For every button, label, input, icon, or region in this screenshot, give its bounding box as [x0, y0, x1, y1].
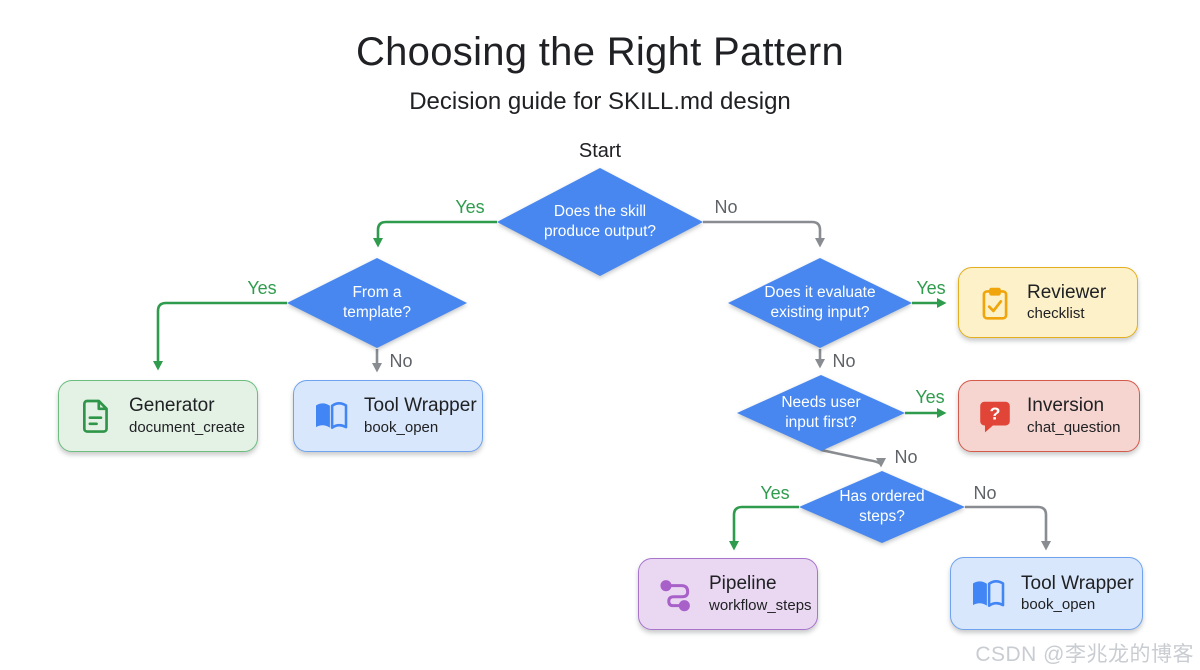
pattern-code: book_open	[1021, 596, 1096, 614]
pattern-code: chat_question	[1027, 418, 1121, 436]
clipboard-check-icon	[976, 284, 1014, 322]
decision-needs-input: Needs user input first?	[737, 375, 905, 451]
pattern-code: book_open	[364, 418, 439, 436]
decision-text: Has ordered steps?	[839, 487, 925, 525]
decision-text: From a template?	[342, 283, 412, 321]
question-mark-glyph: ?	[990, 404, 1001, 424]
decision-text: Needs user input first?	[781, 393, 861, 431]
decision-text: Does it evaluate existing input?	[764, 283, 876, 321]
pattern-code: checklist	[1027, 305, 1085, 323]
edge-needs-input-no	[820, 448, 886, 468]
pattern-name: Tool Wrapper	[364, 395, 477, 417]
edge-label-no: No	[714, 197, 738, 217]
decision-text: Does the skill produce output?	[543, 202, 657, 240]
pattern-inversion: ? Inversion chat_question	[958, 380, 1140, 452]
pattern-name: Tool Wrapper	[1021, 572, 1134, 594]
pattern-reviewer: Reviewer checklist	[958, 267, 1138, 338]
pattern-code: workflow_steps	[709, 596, 812, 614]
pattern-generator: Generator document_create	[58, 380, 258, 452]
edge-label-no: No	[389, 351, 413, 371]
edge-label-yes: Yes	[247, 278, 277, 298]
decision-from-template: From a template?	[287, 258, 467, 348]
page-title: Choosing the Right Pattern	[355, 30, 845, 74]
decision-ordered-steps: Has ordered steps?	[799, 471, 965, 543]
open-book-icon	[311, 396, 351, 436]
pattern-name: Pipeline	[709, 573, 777, 595]
pattern-tool-wrapper: Tool Wrapper book_open	[293, 380, 483, 452]
edge-label-yes: Yes	[455, 197, 485, 217]
decision-evaluate-input: Does it evaluate existing input?	[728, 258, 912, 348]
page-subtitle: Decision guide for SKILL.md design	[409, 88, 791, 115]
pattern-name: Reviewer	[1027, 281, 1107, 303]
question-chat-icon: ?	[976, 397, 1014, 435]
edge-produce-output-no	[703, 220, 825, 248]
pattern-name: Generator	[129, 395, 215, 417]
edge-label-no: No	[973, 483, 997, 503]
csdn-watermark: CSDN @李兆龙的博客	[975, 643, 1194, 666]
edge-label-yes: Yes	[915, 387, 945, 407]
edge-ordered-steps-no	[965, 505, 1051, 551]
edge-label-no: No	[832, 351, 856, 371]
start-label: Start	[578, 140, 622, 162]
workflow-icon	[656, 574, 696, 614]
document-icon	[76, 396, 116, 436]
decision-produce-output: Does the skill produce output?	[497, 168, 703, 276]
pattern-code: document_create	[129, 418, 245, 436]
edge-label-yes: Yes	[916, 278, 946, 298]
pattern-name: Inversion	[1027, 395, 1105, 417]
edge-label-no: No	[894, 447, 918, 467]
edge-label-yes: Yes	[760, 483, 790, 503]
edge-from-template-yes	[153, 301, 287, 371]
pattern-tool-wrapper-2: Tool Wrapper book_open	[950, 557, 1143, 630]
open-book-icon	[968, 574, 1008, 614]
pattern-pipeline: Pipeline workflow_steps	[638, 558, 818, 630]
edge-ordered-steps-yes	[729, 505, 799, 551]
edge-produce-output-yes	[373, 220, 497, 248]
